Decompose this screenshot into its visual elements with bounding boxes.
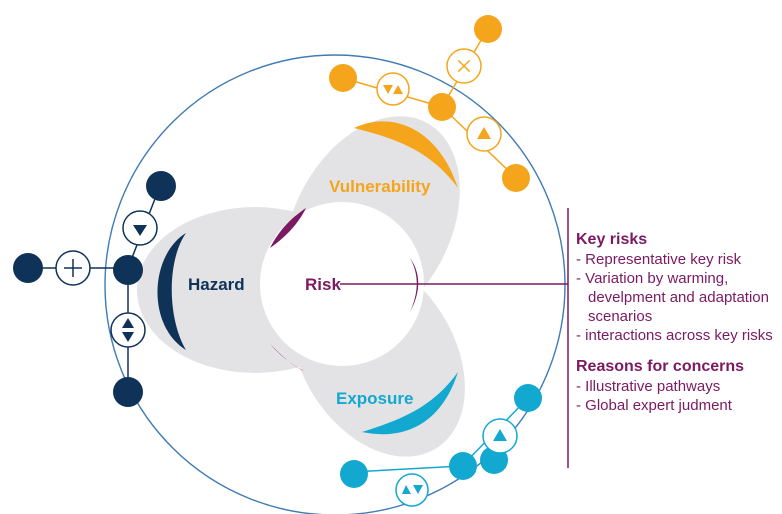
exposure-label: Exposure <box>336 389 413 408</box>
key-risks-title: Key risks <box>576 231 648 248</box>
exposure-node <box>340 460 368 488</box>
exposure-crescent <box>362 372 458 435</box>
outer-ring <box>104 54 566 514</box>
hazard-label: Hazard <box>188 275 245 294</box>
risk-crescent-right <box>410 258 419 312</box>
hazard-node <box>113 255 143 285</box>
vulnerability-crescent <box>354 121 458 188</box>
plus-circle-icon <box>446 48 482 84</box>
triangle-up-down-icon <box>110 312 146 348</box>
risk-crescent-top <box>270 208 306 248</box>
list-item: Illustrative pathways <box>576 377 782 396</box>
risk-label: Risk <box>305 275 341 294</box>
list-item: Representative key risk <box>576 250 782 269</box>
list-item: Variation by warming, develpment and ada… <box>576 269 782 326</box>
triangle-up-down-icon <box>395 473 429 507</box>
exposure-node <box>449 452 477 480</box>
hazard-node <box>146 171 176 201</box>
hazard-node <box>113 377 143 407</box>
triangle-up-icon <box>466 116 502 152</box>
triangle-up-icon <box>482 418 518 454</box>
hazard-crescent <box>157 233 186 350</box>
exposure-node <box>514 384 542 412</box>
vulnerability-node <box>428 93 456 121</box>
vulnerability-node <box>474 15 502 43</box>
reasons-title: Reasons for concerns <box>576 358 745 375</box>
legend-panel: Key risks Representative key risk Variat… <box>576 230 782 427</box>
reasons-list: Illustrative pathways Global expert judm… <box>576 377 782 415</box>
triangle-down-up-icon <box>376 72 410 106</box>
key-risks-list: Representative key risk Variation by war… <box>576 250 782 345</box>
vulnerability-node <box>502 164 530 192</box>
triangle-down-icon <box>122 210 158 246</box>
plus-circle-icon <box>55 250 91 286</box>
vulnerability-label: Vulnerability <box>329 177 431 196</box>
list-item: Global expert judment <box>576 396 782 415</box>
list-item: interactions across key risks <box>576 326 782 345</box>
vulnerability-node <box>329 64 357 92</box>
hazard-node <box>13 253 43 283</box>
